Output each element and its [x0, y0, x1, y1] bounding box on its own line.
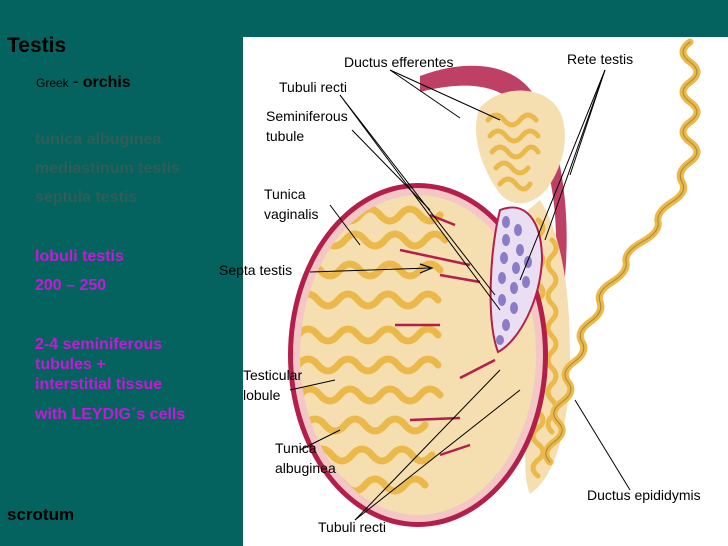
- ductus-efferentes-coils: [485, 112, 541, 192]
- rete-cells: [496, 216, 532, 345]
- label-tunica-albuginea-2: albuginea: [275, 460, 336, 476]
- label-tunica-vaginalis-1: Tunica: [264, 186, 306, 202]
- item-lobuli-count: 200 – 250: [35, 277, 107, 294]
- item-tunica-albuginea: tunica albuginea: [35, 131, 162, 148]
- greek-line: Greek-orchis: [36, 71, 131, 92]
- label-tubule: tubule: [266, 128, 304, 144]
- label-tunica-vaginalis-2: vaginalis: [264, 206, 318, 222]
- item-tubules-3: interstitial tissue: [35, 376, 163, 393]
- greek-label: Greek: [36, 76, 69, 90]
- label-seminiferous: Seminiferous: [266, 108, 348, 124]
- greek-separator: -: [72, 71, 79, 91]
- label-tubuli-recti-bottom: Tubuli recti: [318, 519, 386, 535]
- label-ductus-efferentes: Ductus efferentes: [344, 54, 453, 70]
- septa: [395, 213, 496, 457]
- item-tubules-1: 2-4 seminiferous: [35, 336, 163, 353]
- item-tubules-2: tubules +: [35, 356, 106, 373]
- septa-arrowhead: [419, 263, 434, 274]
- label-ductus-epididymis: Ductus epididymis: [587, 487, 701, 503]
- label-tunica-albuginea-1: Tunica: [275, 440, 317, 456]
- item-septula-testis: septula testis: [35, 189, 138, 206]
- lobule-area: [300, 195, 536, 515]
- ductus-deferens: [542, 38, 701, 466]
- item-tubules-4: with LEYDIG´s cells: [35, 406, 186, 423]
- leader-lines: [289, 69, 631, 521]
- item-mediastinum-testis: mediastinum testis: [35, 160, 180, 177]
- scrotum-label: scrotum: [7, 505, 75, 524]
- label-testicular: Testicular: [243, 367, 302, 383]
- label-rete-testis: Rete testis: [567, 51, 633, 67]
- label-lobule: lobule: [243, 387, 281, 403]
- slide-title: Testis: [7, 34, 67, 57]
- item-lobuli-testis: lobuli testis: [35, 248, 124, 265]
- greek-word: orchis: [82, 74, 131, 91]
- label-septa-testis: Septa testis: [219, 262, 292, 278]
- label-tubuli-recti-top: Tubuli recti: [279, 79, 347, 95]
